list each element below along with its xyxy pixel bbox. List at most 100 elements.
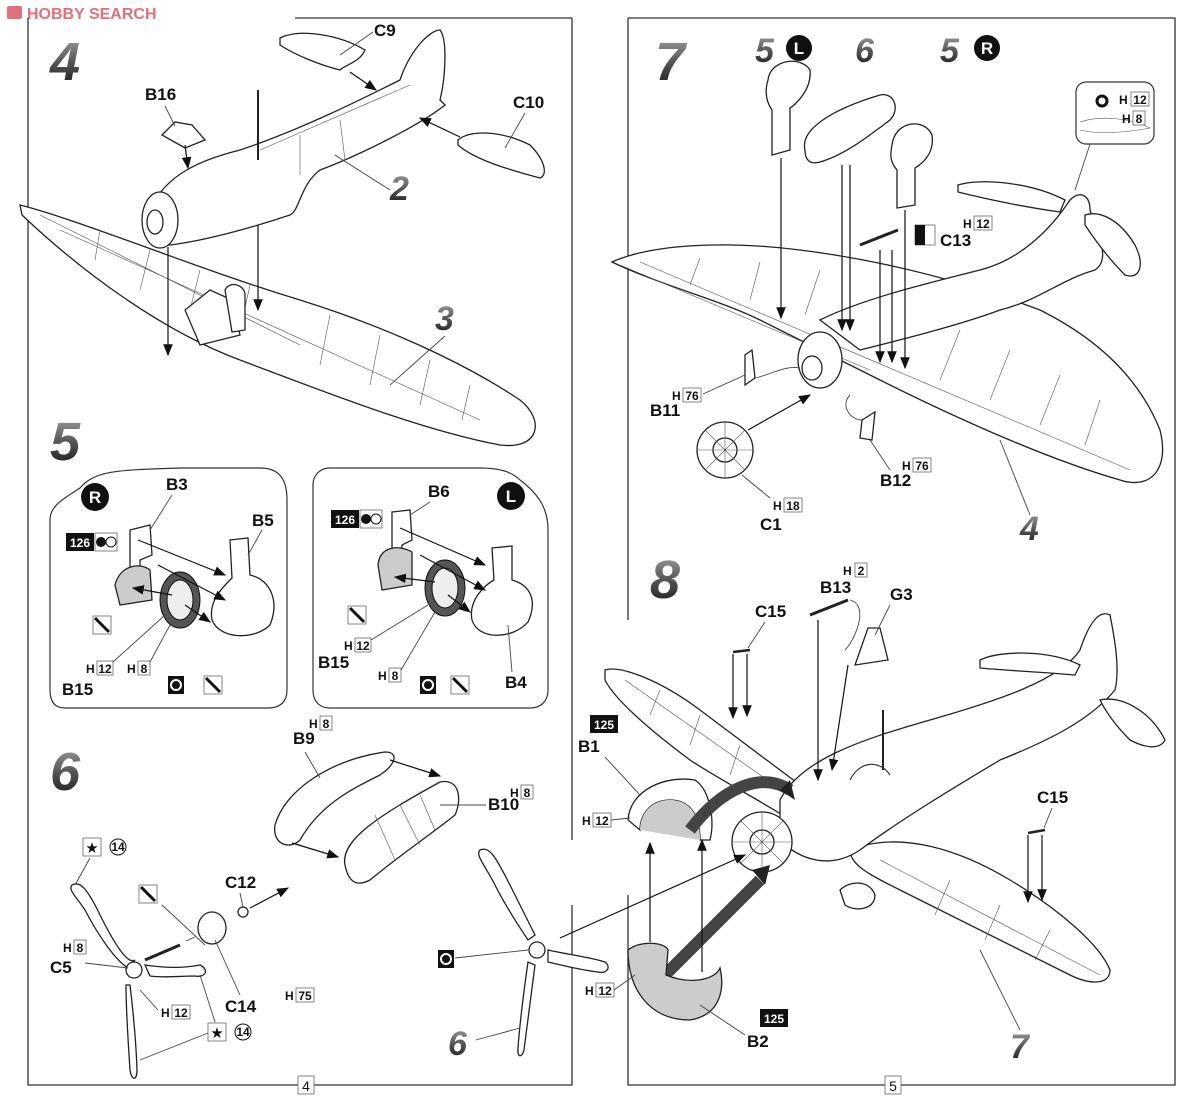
part-c1 [696, 421, 754, 479]
svg-text:126: 126 [335, 513, 355, 527]
step-number: 7 [655, 32, 688, 92]
label-b9: B9 [293, 729, 315, 748]
color-h8: H 8 [378, 667, 402, 683]
drop-tank [803, 94, 896, 164]
aircraft-fuselage [818, 194, 1104, 351]
seat-back [224, 283, 246, 333]
part-c14 [197, 911, 227, 945]
watermark-text: HOBBY SEARCH [27, 6, 157, 23]
part-c15 [1027, 828, 1046, 835]
label-b13: B13 [820, 578, 851, 597]
aircraft-wing-right [849, 841, 1111, 983]
paint-code-126: 126 [331, 509, 383, 529]
label-g3: G3 [890, 585, 913, 604]
svg-text:H: H [1119, 93, 1128, 107]
svg-text:14: 14 [236, 1025, 250, 1039]
step-5: 5 R 126 B3 B5 [49, 412, 549, 709]
label-c12: C12 [225, 873, 256, 892]
label-b11: B11 [650, 401, 680, 420]
part-c10 [457, 132, 545, 179]
left-side-badge [497, 482, 525, 510]
propeller-blade-right [143, 964, 207, 978]
svg-text:12: 12 [174, 1006, 188, 1020]
part-b10 [344, 781, 460, 884]
svg-text:R: R [981, 39, 993, 58]
callout-propeller: 6 [448, 1025, 468, 1063]
label-c14: C14 [225, 997, 257, 1016]
engine-radial [731, 811, 793, 873]
svg-text:H: H [843, 564, 852, 578]
horizontal-stabilizer [979, 652, 1081, 676]
label-c10: C10 [513, 93, 544, 112]
svg-text:H: H [1122, 112, 1131, 126]
color-h12: H 12 [86, 660, 114, 676]
color-c13: H 12 [963, 215, 993, 231]
horizontal-stabilizer-right [1099, 698, 1166, 748]
svg-text:H: H [963, 217, 972, 231]
label-b12: B12 [880, 471, 911, 490]
label-b15: B15 [62, 680, 93, 699]
no-glue-icon [203, 675, 223, 695]
propeller-hub [125, 961, 143, 979]
svg-text:5: 5 [889, 1078, 897, 1094]
color-b2: H 12 [585, 982, 615, 998]
callout-gear-left: 5 [755, 32, 775, 70]
step-number: 8 [650, 550, 680, 610]
color-b13: H 2 [843, 562, 868, 578]
rotate-icon [420, 676, 436, 694]
color-b12: H 76 [902, 457, 932, 473]
svg-text:H: H [510, 786, 519, 800]
svg-text:★: ★ [85, 840, 98, 857]
main-gear-right [890, 123, 933, 209]
rotate-icon [168, 676, 184, 694]
paint-b2: 125 [760, 1009, 788, 1027]
aircraft-fuselage [779, 613, 1118, 862]
wheel-cover-b3 [114, 565, 153, 606]
callout-wing-4: 4 [1019, 510, 1039, 548]
step-number: 5 [50, 412, 81, 472]
wing-assembly [19, 204, 536, 447]
wheel-cover-b6 [377, 547, 413, 591]
svg-text:8: 8 [392, 669, 399, 683]
hobbysearch-watermark: HOBBY SEARCH [7, 6, 157, 23]
step-7: 7 5 L 6 5 R C13 H 12 [610, 32, 1164, 548]
color-h12: H 12 [344, 637, 372, 653]
part-c9 [279, 32, 366, 71]
svg-text:H: H [672, 389, 681, 403]
propeller-blade-bottom [125, 984, 138, 1079]
part-c13 [859, 228, 899, 247]
page-number-4: 4 [297, 1075, 315, 1095]
svg-text:R: R [89, 488, 101, 507]
propeller-blade-top [478, 848, 536, 941]
svg-text:8: 8 [77, 941, 84, 955]
part-b16 [160, 121, 207, 149]
callout-tank: 6 [855, 32, 875, 70]
svg-text:H: H [285, 989, 294, 1003]
label-c5: C5 [50, 958, 72, 977]
decal-star-top: ★ 14 [82, 837, 127, 857]
part-b2 [627, 942, 723, 1021]
svg-text:8: 8 [141, 662, 148, 676]
step-5-left-gear: L 126 B6 B4 H 12 [312, 467, 549, 709]
engine-hub [801, 355, 823, 381]
color-b1: H 12 [582, 812, 612, 828]
svg-text:76: 76 [915, 459, 929, 473]
label-c15: C15 [755, 602, 786, 621]
svg-text:8: 8 [524, 786, 531, 800]
step-number: 6 [50, 742, 81, 802]
svg-text:H: H [309, 717, 318, 731]
svg-text:H: H [86, 662, 95, 676]
color-c5: H 8 [63, 939, 87, 955]
label-b15: B15 [318, 653, 349, 672]
label-b16: B16 [145, 85, 176, 104]
propeller-shaft [144, 943, 181, 962]
rotate-icon [438, 950, 454, 968]
step-6: 6 B9 H 8 B10 H 8 C12 [50, 715, 534, 1079]
svg-text:L: L [506, 487, 516, 506]
svg-text:H: H [63, 941, 72, 955]
right-side-badge [974, 35, 1000, 61]
aircraft-wing [610, 244, 1164, 484]
svg-text:H: H [582, 814, 591, 828]
part-c12 [237, 906, 249, 918]
